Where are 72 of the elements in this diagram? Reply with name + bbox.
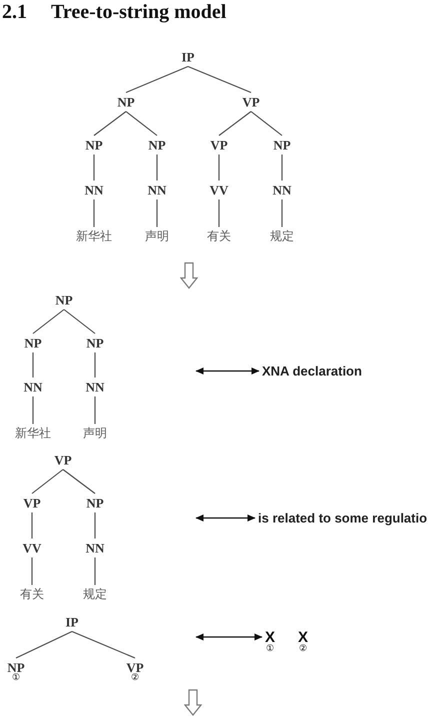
tree-node-label: IP — [182, 50, 194, 64]
tree-node-label: NN — [24, 380, 42, 394]
tree-node-label: NP — [148, 138, 166, 152]
tree-branch — [281, 200, 283, 227]
index-number: ① — [10, 674, 22, 683]
tree-node-label: NN — [148, 184, 166, 196]
leaf-word: 规定 — [83, 588, 107, 600]
tree-node-label: NP — [117, 96, 135, 108]
tree-branch — [156, 154, 158, 180]
translation-text: XNA declaration — [262, 364, 362, 378]
tree-branch — [94, 396, 96, 424]
tree-node-label: VV — [22, 542, 42, 554]
tree-node-label: NP — [86, 496, 104, 510]
double-arrow — [196, 514, 256, 522]
tree-node-label: NN — [272, 184, 292, 196]
tree-node-label: VP — [23, 496, 41, 510]
leaf-word: 新华社 — [76, 230, 112, 242]
leaf-word: 声明 — [83, 427, 107, 439]
tree-branch — [16, 631, 72, 658]
tree-node-label: NN — [86, 542, 104, 554]
tree-branch — [31, 558, 33, 585]
tree-node-label: NN — [84, 184, 104, 196]
tree-node-label: NP — [24, 336, 42, 350]
tree-node-label: NP — [55, 294, 73, 306]
tree-branch — [62, 469, 96, 494]
variable-label: X — [265, 630, 275, 645]
tree-node-label: VV — [210, 184, 228, 196]
translation-text: is related to some regulatio — [258, 512, 428, 524]
tree-branch — [94, 352, 96, 378]
index-number: ① — [265, 645, 275, 654]
tree-branch — [94, 558, 96, 585]
leaf-word: 有关 — [20, 588, 44, 600]
variable-label: X — [298, 630, 308, 645]
double-arrow — [196, 634, 262, 640]
tree-node-label: VP — [126, 661, 144, 674]
tree-branch — [32, 309, 64, 334]
tree-branch — [32, 352, 34, 378]
tree-branch — [250, 111, 282, 136]
tree-branch — [94, 512, 96, 538]
leaf-word: 新华社 — [15, 427, 51, 439]
leaf-word: 规定 — [270, 230, 294, 242]
tree-node-label: NP — [7, 661, 25, 674]
tree-node-label: VP — [242, 96, 260, 108]
index-number: ② — [298, 645, 308, 654]
tree-branch — [218, 154, 220, 180]
index-number: ② — [130, 674, 140, 683]
tree-node-label: VP — [54, 454, 72, 466]
tree-branch — [64, 309, 96, 334]
double-arrow — [196, 368, 260, 374]
tree-node-label: NP — [85, 138, 103, 152]
tree-branch — [94, 111, 126, 136]
tree-branch — [93, 154, 95, 180]
tree-branch — [281, 154, 283, 180]
tree-branch — [126, 111, 158, 136]
leaf-word: 有关 — [207, 230, 231, 242]
tree-branch — [156, 200, 158, 227]
section-heading: 2.1 Tree-to-string model — [2, 1, 226, 23]
tree-node-label: IP — [66, 616, 78, 628]
tree-branch — [93, 200, 95, 227]
tree-branch — [218, 200, 220, 227]
tree-branch — [32, 396, 34, 424]
tree-branch — [218, 111, 252, 136]
tree-branch — [72, 631, 136, 658]
leaf-word: 声明 — [145, 230, 169, 242]
tree-branch — [188, 66, 252, 93]
tree-branch — [32, 469, 64, 494]
tree-branch — [126, 66, 188, 93]
tree-node-label: NP — [273, 138, 291, 152]
tree-node-label: NN — [86, 380, 104, 394]
tree-node-label: VP — [210, 138, 228, 152]
tree-branch — [31, 512, 33, 538]
tree-node-label: NP — [86, 336, 104, 350]
